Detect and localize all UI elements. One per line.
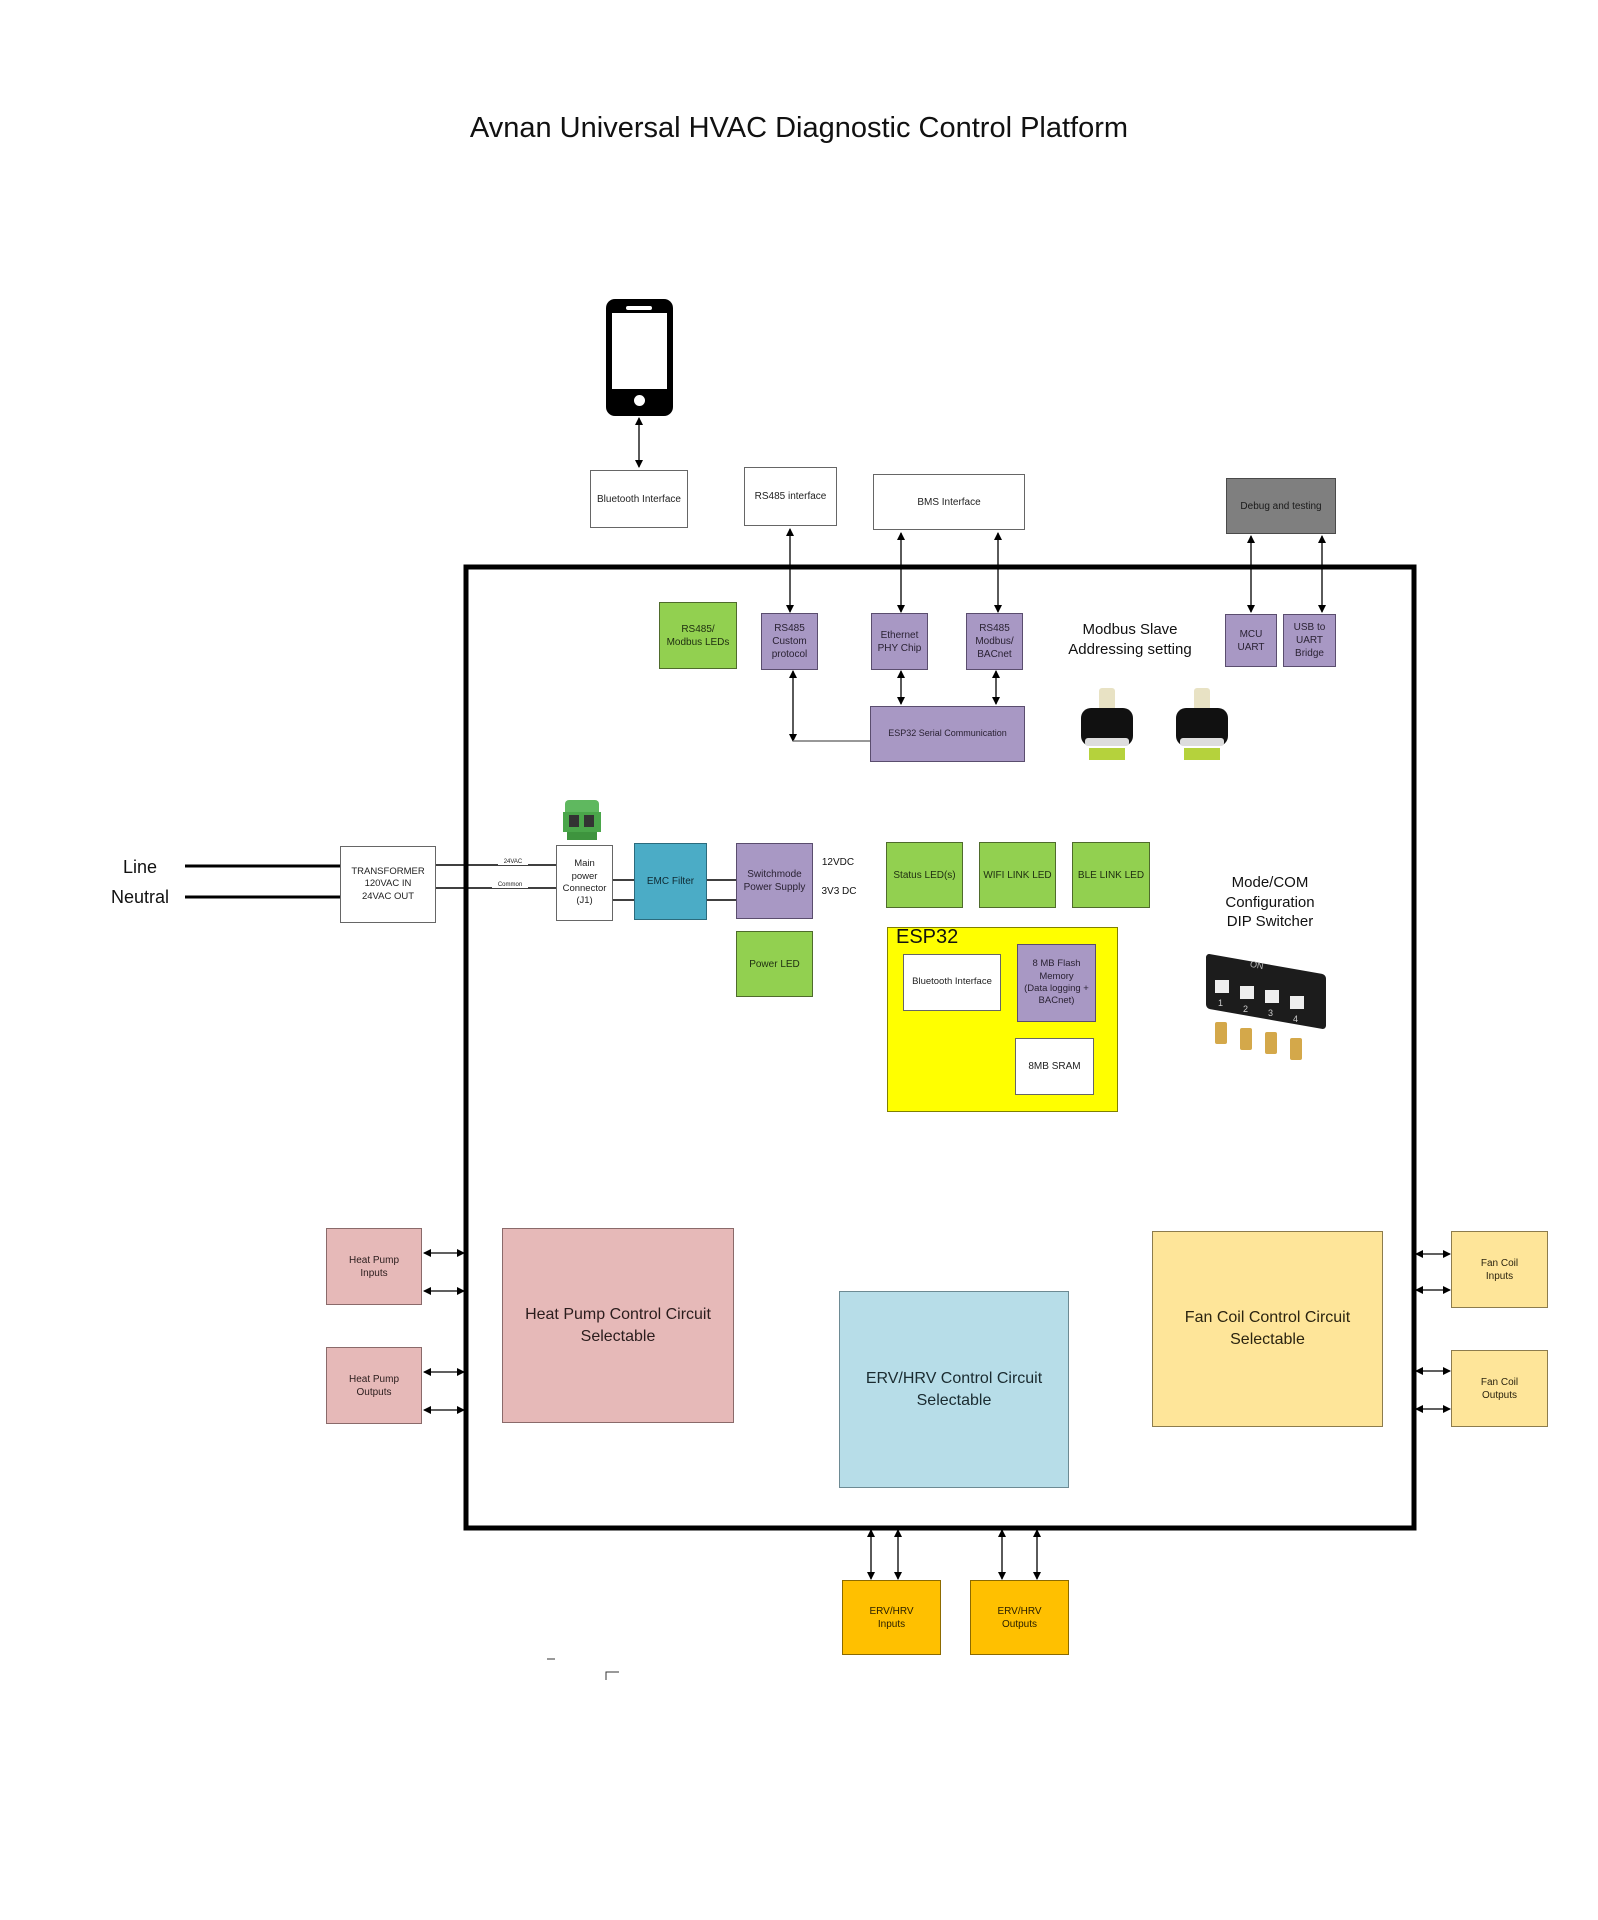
fan-coil-inputs-box: Fan Coil Inputs <box>1451 1231 1548 1308</box>
heat-pump-inputs-box: Heat Pump Inputs <box>326 1228 422 1305</box>
main-power-connector-box: Main power Connector (J1) <box>556 845 613 921</box>
bluetooth-interface-box: Bluetooth Interface <box>590 470 688 528</box>
mcu-uart-box: MCU UART <box>1225 614 1277 667</box>
debug-testing-box: Debug and testing <box>1226 478 1336 534</box>
dip-switch-label: Mode/COM Configuration DIP Switcher <box>1225 874 1315 930</box>
line-label: Line <box>122 857 158 877</box>
dip-position-3: 3 <box>1268 1008 1274 1018</box>
fan-coil-outputs-box: Fan Coil Outputs <box>1451 1350 1548 1427</box>
diagram-title: Avnan Universal HVAC Diagnostic Control … <box>469 112 1129 144</box>
ble-link-led-box: BLE LINK LED <box>1072 842 1150 908</box>
flash-memory-box: 8 MB Flash Memory (Data logging + BACnet… <box>1017 944 1096 1022</box>
rs485-modbus-leds-box: RS485/ Modbus LEDs <box>659 602 737 669</box>
erv-hrv-inputs-box: ERV/HRV Inputs <box>842 1580 941 1655</box>
rs485-custom-protocol-box: RS485 Custom protocol <box>761 613 818 670</box>
power-led-box: Power LED <box>736 931 813 997</box>
wifi-link-led-box: WIFI LINK LED <box>979 842 1056 908</box>
erv-hrv-control-circuit-box: ERV/HRV Control Circuit Selectable <box>839 1291 1069 1488</box>
esp32-title: ESP32 <box>896 926 959 948</box>
3v3dc-label: 3V3 DC <box>821 886 857 897</box>
transformer-box: TRANSFORMER 120VAC IN 24VAC OUT <box>340 846 436 923</box>
smartphone-icon <box>606 299 673 416</box>
rotary-switch-icon <box>1077 688 1137 772</box>
terminal-block-icon <box>563 800 601 840</box>
switchmode-power-supply-box: Switchmode Power Supply <box>736 843 813 919</box>
usb-uart-bridge-box: USB to UART Bridge <box>1283 614 1336 667</box>
sram-box: 8MB SRAM <box>1015 1038 1094 1095</box>
neutral-label: Neutral <box>110 887 170 907</box>
modbus-slave-label: Modbus Slave Addressing setting <box>1068 621 1192 658</box>
bms-interface-box: BMS Interface <box>873 474 1025 530</box>
phone-speaker <box>626 306 652 310</box>
phone-screen <box>612 313 667 389</box>
wire-common-label: Common <box>492 882 528 888</box>
dip-position-1: 1 <box>1218 998 1224 1008</box>
heat-pump-outputs-box: Heat Pump Outputs <box>326 1347 422 1424</box>
ethernet-phy-box: Ethernet PHY Chip <box>871 613 928 670</box>
status-led-box: Status LED(s) <box>886 842 963 908</box>
fan-coil-control-circuit-box: Fan Coil Control Circuit Selectable <box>1152 1231 1383 1427</box>
heat-pump-control-circuit-box: Heat Pump Control Circuit Selectable <box>502 1228 734 1423</box>
erv-hrv-outputs-box: ERV/HRV Outputs <box>970 1580 1069 1655</box>
dip-on-label: ON <box>1249 958 1265 972</box>
dip-switch-icon: ON 1 2 3 4 <box>1200 950 1330 1060</box>
12vdc-label: 12VDC <box>821 857 855 868</box>
esp32-serial-communication-box: ESP32 Serial Communication <box>870 706 1025 762</box>
emc-filter-box: EMC Filter <box>634 843 707 920</box>
phone-home-button <box>634 395 645 406</box>
dip-position-4: 4 <box>1293 1014 1299 1024</box>
rotary-switch-icon <box>1172 688 1232 772</box>
rs485-interface-box: RS485 interface <box>744 467 837 526</box>
esp32-bluetooth-interface-box: Bluetooth Interface <box>903 954 1001 1011</box>
dip-position-2: 2 <box>1243 1004 1249 1014</box>
rs485-modbus-bacnet-box: RS485 Modbus/ BACnet <box>966 613 1023 670</box>
wire-24vac-label: 24VAC <box>498 859 528 865</box>
